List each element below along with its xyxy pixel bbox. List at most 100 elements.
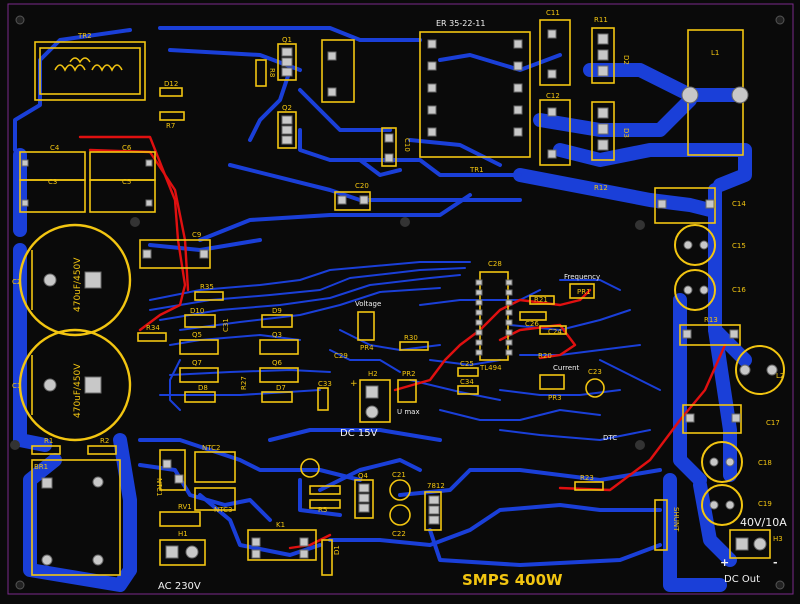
r12-label: R12 bbox=[594, 184, 608, 192]
minus-sign: - bbox=[773, 556, 778, 569]
c17-label: C17 bbox=[766, 419, 780, 427]
c18-label: C18 bbox=[758, 459, 772, 467]
r35-label: R35 bbox=[200, 283, 214, 291]
tl494-ic: TL494 C28 bbox=[479, 260, 509, 372]
c16-label: C16 bbox=[732, 286, 746, 294]
q5-label: Q5 bbox=[192, 331, 202, 339]
d12-label: D12 bbox=[164, 80, 178, 88]
c31-label: C31 bbox=[222, 318, 230, 332]
ac230v-label: AC 230V bbox=[158, 581, 201, 592]
h3-label: H3 bbox=[773, 535, 783, 543]
c25-label: C25 bbox=[460, 360, 474, 368]
c22-label: C22 bbox=[392, 530, 406, 538]
tr1-transformer: ER 35-22-11 TR1 bbox=[419, 19, 531, 174]
r11-label: R11 bbox=[594, 16, 608, 24]
d3-label: D3 bbox=[622, 128, 630, 138]
c20-label: C20 bbox=[355, 182, 369, 190]
plus-sign: + bbox=[720, 556, 729, 569]
c33-label: C33 bbox=[318, 380, 332, 388]
c2-label: C2 bbox=[12, 278, 21, 286]
c9-capacitor: C9 bbox=[139, 231, 211, 269]
film-capacitors: C4 C3 C6 C5 bbox=[19, 144, 156, 213]
c29-label: C29 bbox=[334, 352, 348, 360]
r1-label: R1 bbox=[44, 437, 53, 445]
q3-label: Q3 bbox=[272, 331, 282, 339]
ntc1-label: NTC1 bbox=[155, 478, 163, 496]
h1-label: H1 bbox=[178, 530, 188, 538]
l1-label: L1 bbox=[711, 49, 719, 57]
reg-7812-label: 7812 bbox=[427, 482, 445, 490]
c23-label: C23 bbox=[588, 368, 602, 376]
tr1-core-label: ER 35-22-11 bbox=[436, 19, 485, 28]
c19-label: C19 bbox=[758, 500, 772, 508]
c2-capacitor: C2 470uF/450V bbox=[12, 223, 132, 337]
l2-label: L2 bbox=[776, 372, 784, 380]
shunt-resistor: SHUNT bbox=[654, 499, 680, 551]
driver-section: D12 R7 Q1 Q2 R8 C10 C20 bbox=[159, 36, 411, 211]
k1-relay: K1 bbox=[247, 521, 317, 561]
k1-label: K1 bbox=[276, 521, 285, 529]
h2-connector: H2 + DC 15V PR2 U max bbox=[340, 370, 420, 439]
r21-label: R21 bbox=[534, 296, 548, 304]
r30-label: R30 bbox=[404, 334, 418, 342]
h2-plus: + bbox=[350, 379, 358, 389]
board-outline bbox=[7, 3, 794, 595]
r7-label: R7 bbox=[166, 122, 175, 130]
d2-label: D2 bbox=[622, 55, 630, 65]
pr1-label: PR1 bbox=[577, 288, 591, 296]
q1-label: Q1 bbox=[282, 36, 292, 44]
d1-label: D1 bbox=[333, 545, 341, 555]
c26-label: C26 bbox=[525, 320, 539, 328]
pr4-label: PR4 bbox=[360, 344, 374, 352]
mounting-holes bbox=[10, 15, 785, 590]
d9-label: D9 bbox=[272, 307, 282, 315]
r2-label: R2 bbox=[100, 437, 109, 445]
ntc-section: NTC1 NTC2 NTC3 RV1 H1 bbox=[155, 444, 236, 566]
c10-label: C10 bbox=[403, 138, 411, 152]
c6-label: C6 bbox=[122, 144, 132, 152]
br1-label: BR1 bbox=[34, 463, 48, 471]
c5-label: C5 bbox=[122, 178, 131, 186]
umax-label: U max bbox=[397, 408, 420, 416]
c1-value: 470uF/450V bbox=[73, 363, 83, 418]
r23-label: R23 bbox=[580, 474, 594, 482]
q7-label: Q7 bbox=[192, 359, 202, 367]
c21-label: C21 bbox=[392, 471, 406, 479]
dtc-label: DTC bbox=[603, 434, 617, 442]
ntc2-label: NTC2 bbox=[202, 444, 220, 452]
r20-label: R20 bbox=[538, 352, 552, 360]
c15-label: C15 bbox=[732, 242, 746, 250]
q2-label: Q2 bbox=[282, 104, 292, 112]
component-pads bbox=[21, 29, 778, 566]
control-components: R35 R34 D10 D9 Q5 Q3 Q7 Q6 D8 D7 R27 C31… bbox=[137, 273, 617, 442]
c1-capacitor: C1 470uF/450V bbox=[12, 328, 132, 442]
rv1-label: RV1 bbox=[178, 503, 192, 511]
tl494-label: TL494 bbox=[479, 364, 502, 372]
r27-label: R27 bbox=[240, 376, 248, 390]
r13-label: R13 bbox=[704, 316, 718, 324]
c3-label: C3 bbox=[48, 178, 57, 186]
output-filter: C14 C15 C16 R13 L2 C17 C18 C19 bbox=[654, 187, 785, 526]
c11-label: C11 bbox=[546, 9, 560, 17]
dc15v-label: DC 15V bbox=[340, 428, 378, 439]
h3-dc-out-connector: H3 40V/10A + - DC Out bbox=[720, 516, 787, 585]
ntc3-label: NTC3 bbox=[214, 506, 232, 514]
c14-label: C14 bbox=[732, 200, 746, 208]
tr1-label: TR1 bbox=[469, 166, 484, 174]
c9-label: C9 bbox=[192, 231, 201, 239]
r1-r2-resistors: R1 R2 bbox=[31, 437, 117, 455]
c34-label: C34 bbox=[460, 378, 474, 386]
c1-label: C1 bbox=[12, 382, 21, 390]
rating-label: 40V/10A bbox=[740, 516, 787, 529]
shunt-label: SHUNT bbox=[672, 507, 680, 532]
voltage-label: Voltage bbox=[355, 300, 381, 308]
d7-label: D7 bbox=[276, 384, 286, 392]
c24-label: C24 bbox=[548, 328, 562, 336]
output-rectifier: C11 C12 D2 D3 R11 R12 bbox=[539, 9, 630, 192]
pr2-label: PR2 bbox=[402, 370, 416, 378]
frequency-label: Frequency bbox=[564, 273, 600, 281]
pr3-label: PR3 bbox=[548, 394, 562, 402]
aux-supply: R5 Q4 D1 C21 C22 7812 R23 bbox=[300, 458, 604, 576]
